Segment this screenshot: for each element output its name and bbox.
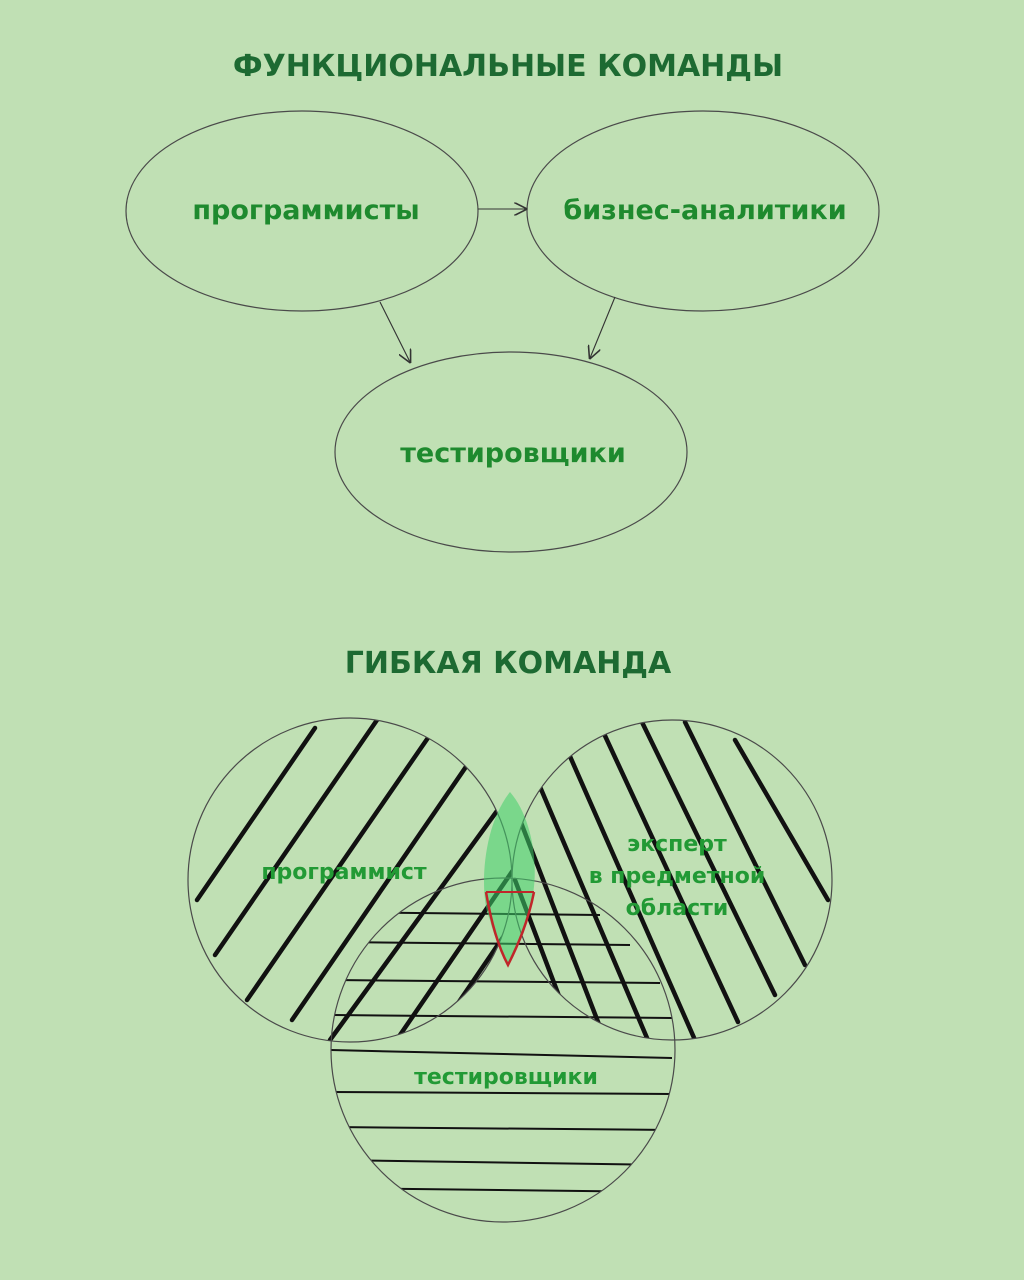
functional-title: ФУНКЦИОНАЛЬНЫЕ КОМАНДЫ (233, 49, 783, 84)
expert-hatching (512, 720, 831, 1040)
expert-label-line3: области (626, 896, 729, 921)
programmer-label: программист (261, 860, 427, 885)
expert-label-line1: эксперт (627, 832, 727, 857)
testers-hatching (331, 911, 673, 1193)
center-intersection-outline (484, 891, 536, 968)
analysts-label: бизнес-аналитики (563, 195, 846, 226)
agile-title: ГИБКАЯ КОМАНДА (345, 646, 672, 681)
programmers-label: программисты (192, 195, 419, 226)
expert-label-line2: в предметной (589, 864, 766, 889)
programmers-ellipse (125, 110, 479, 312)
arrow-programmers-to-testers (379, 301, 410, 362)
center-lens (484, 792, 535, 965)
testers-label: тестировщики (400, 438, 626, 469)
testers-ellipse (334, 351, 688, 553)
arrow-analysts-to-testers (590, 296, 616, 358)
testers-venn-label: тестировщики (414, 1065, 598, 1090)
